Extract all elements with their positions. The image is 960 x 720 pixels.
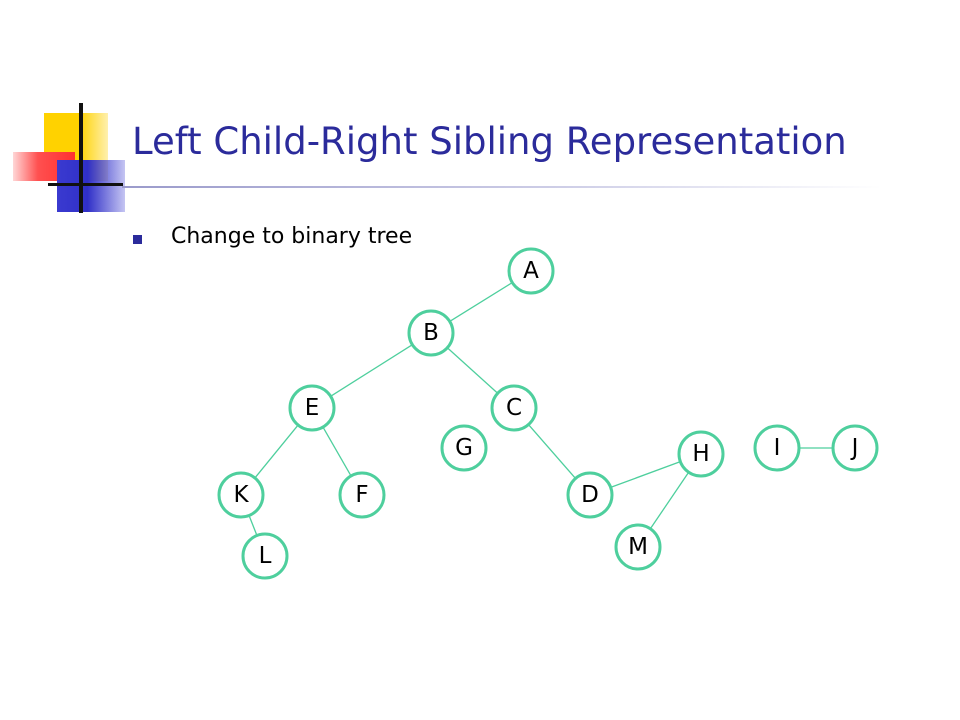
tree-edge-D-H [610,461,681,488]
tree-node-circle [566,471,614,519]
tree-node-circle [407,309,455,357]
bullet-square-icon [133,235,142,244]
tree-node-G: G [440,424,488,472]
tree-node-label: A [523,258,539,284]
tree-node-label: C [506,395,522,421]
decor-blue-square [57,160,125,212]
tree-node-circle [490,384,538,432]
tree-edge-B-E [330,344,413,397]
tree-node-circle [831,424,879,472]
tree-node-circle [288,384,336,432]
tree-edge-B-C [446,347,499,394]
tree-node-label: G [455,435,473,461]
tree-node-F: F [338,471,386,519]
tree-node-circle [507,247,555,295]
tree-node-label: L [259,543,272,569]
decor-horizontal-line [48,183,123,186]
tree-node-label: D [581,482,599,508]
tree-node-J: J [831,424,879,472]
tree-node-circle [753,424,801,472]
tree-node-label: M [628,534,648,560]
tree-node-circle [338,471,386,519]
tree-node-M: M [614,523,662,571]
tree-node-label: B [423,320,439,346]
tree-edge-E-F [322,426,352,477]
slide-title: Left Child-Right Sibling Representation [132,120,847,163]
tree-node-label: F [355,482,368,508]
tree-edges [248,282,833,536]
tree-nodes: A B C E G H I J K F D M L [217,247,879,580]
tree-node-B: B [407,309,455,357]
tree-node-circle [614,523,662,571]
tree-node-D: D [566,471,614,519]
tree-node-I: I [753,424,801,472]
tree-node-label: J [850,435,859,461]
tree-node-A: A [507,247,555,295]
tree-edge-A-B [449,282,513,322]
tree-node-circle [677,430,725,478]
tree-node-E: E [288,384,336,432]
tree-node-circle [440,424,488,472]
tree-node-circle [241,532,289,580]
tree-node-circle [217,471,265,519]
tree-node-H: H [677,430,725,478]
decor-vertical-line [79,103,83,213]
tree-edge-H-M [649,471,690,530]
tree-node-label: E [305,395,320,421]
bullet-text: Change to binary tree [171,224,413,249]
tree-node-label: H [692,441,709,467]
tree-node-K: K [217,471,265,519]
title-underline [122,186,882,188]
tree-node-label: I [774,435,781,461]
tree-node-C: C [490,384,538,432]
tree-edge-C-D [527,424,577,479]
tree-edge-E-K [254,424,299,479]
tree-node-L: L [241,532,289,580]
tree-edge-K-L [248,515,258,536]
tree-node-label: K [233,482,249,508]
